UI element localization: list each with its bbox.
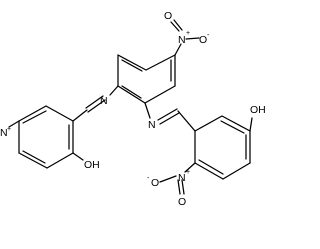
- nitro-n-top: N: [178, 34, 186, 46]
- nitro-group-bottom: N + O O -: [147, 162, 196, 208]
- hydroxyl-left-label: OH: [84, 159, 100, 171]
- nitro-plus-left: +: [7, 126, 11, 133]
- imine-n-left: N: [100, 95, 108, 107]
- nitro-group-top: N + O - O: [164, 10, 210, 56]
- hydroxyl-left: OH: [72, 152, 100, 171]
- structure-canvas: N + O - O N N OH N +: [0, 10, 266, 208]
- left-phenol-ring: [18, 105, 74, 169]
- nitro-o-top-right: O: [199, 34, 207, 46]
- nitro-plus-bottom: +: [186, 169, 190, 176]
- nitro-n-left: N: [0, 127, 8, 139]
- nitro-plus-top: +: [186, 30, 190, 37]
- central-benzene-ring: [117, 54, 176, 104]
- nitro-minus-bottom: -: [147, 175, 150, 182]
- nitro-o-top-left: O: [164, 10, 172, 22]
- chemical-structure: N + O - O N N OH N +: [0, 10, 266, 208]
- hydroxyl-right-label: OH: [250, 104, 266, 116]
- right-imine: N: [144, 102, 196, 132]
- hydroxyl-right: OH: [249, 104, 266, 132]
- nitro-o-bottom-left: O: [151, 177, 159, 189]
- right-phenol-ring: [194, 115, 251, 180]
- left-imine: N: [72, 85, 119, 122]
- nitro-group-left: N +: [0, 120, 20, 139]
- nitro-n-bottom: N: [178, 172, 186, 184]
- nitro-minus-top: -: [207, 32, 210, 39]
- nitro-o-bottom-lower: O: [178, 196, 186, 208]
- imine-n-right: N: [148, 119, 156, 131]
